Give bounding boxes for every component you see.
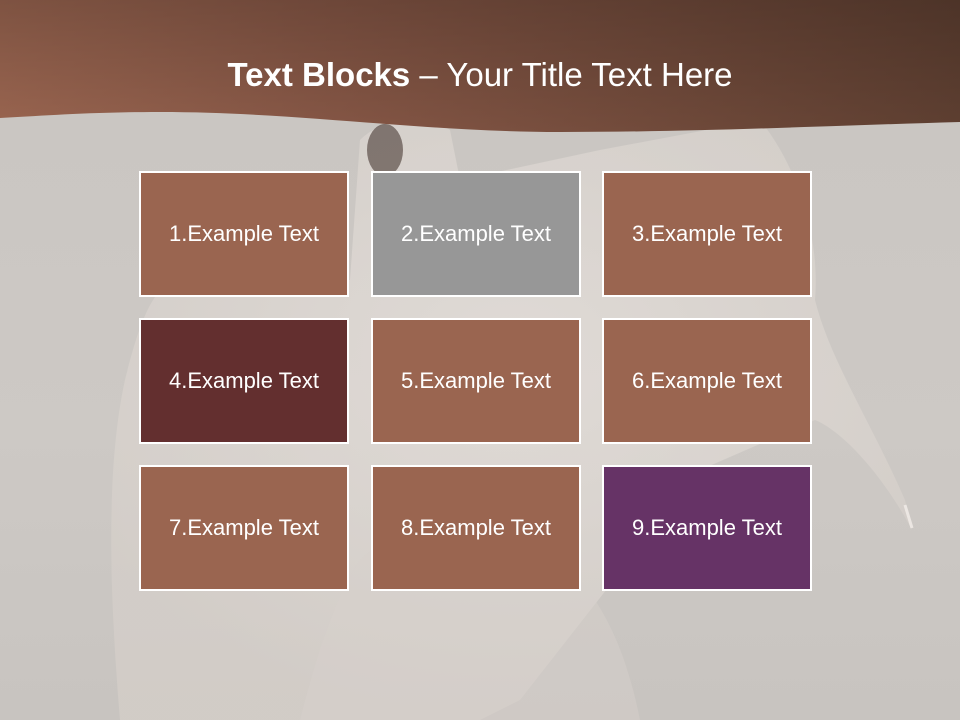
text-block-7[interactable]: 7.Example Text [139,465,349,591]
slide-title: Text Blocks – Your Title Text Here [0,54,960,96]
title-regular-part: Your Title Text Here [446,56,733,93]
text-block-3[interactable]: 3.Example Text [602,171,812,297]
title-bold-part: Text Blocks [227,56,411,93]
text-block-8[interactable]: 8.Example Text [371,465,581,591]
text-block-1[interactable]: 1.Example Text [139,171,349,297]
text-block-4[interactable]: 4.Example Text [139,318,349,444]
text-block-9[interactable]: 9.Example Text [602,465,812,591]
text-block-2[interactable]: 2.Example Text [371,171,581,297]
text-block-6[interactable]: 6.Example Text [602,318,812,444]
text-block-5[interactable]: 5.Example Text [371,318,581,444]
header-band [0,0,960,132]
title-separator: – [410,56,447,93]
